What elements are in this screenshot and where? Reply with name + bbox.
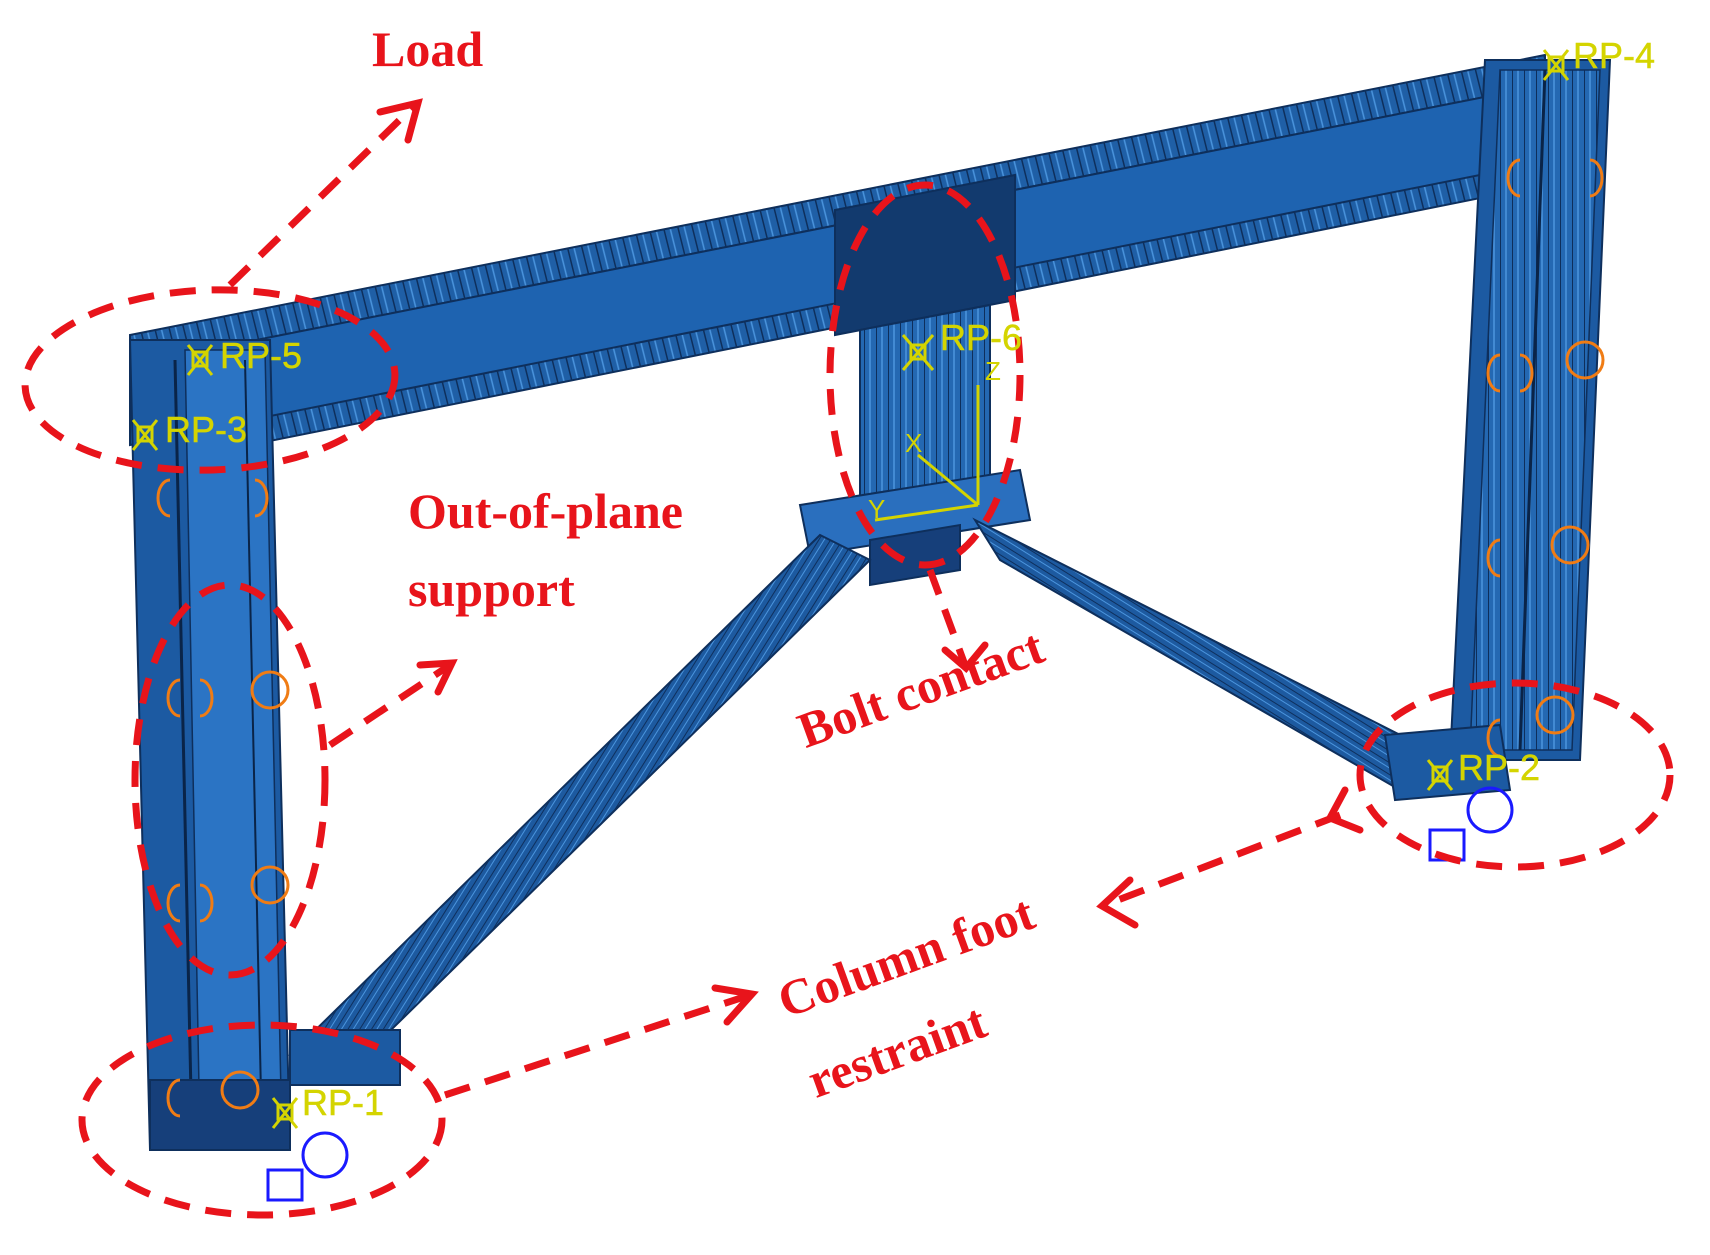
oop-arrow bbox=[328, 662, 452, 748]
load-arrow bbox=[227, 102, 418, 288]
rp1-marker bbox=[271, 1097, 299, 1129]
load-ellipse bbox=[21, 286, 399, 474]
rp6-marker bbox=[901, 334, 935, 371]
boundary-symbols bbox=[266, 786, 1514, 1202]
rp4-label: RP-4 bbox=[1573, 35, 1655, 76]
axis-y-label: Y bbox=[868, 494, 885, 524]
bolt-ellipse bbox=[826, 181, 1024, 569]
foot-left-arrow bbox=[443, 991, 752, 1099]
rp3-label: RP-3 bbox=[165, 409, 247, 450]
oop-label-line1: Out-of-plane bbox=[408, 483, 683, 539]
right-column bbox=[1448, 59, 1612, 761]
rp2-label: RP-2 bbox=[1458, 747, 1540, 788]
axis-labels: Z X Y bbox=[868, 356, 1001, 524]
annotation-overlay bbox=[21, 102, 1674, 1219]
arrow-heads bbox=[376, 98, 1364, 1026]
rp6-label: RP-6 bbox=[940, 317, 1022, 358]
rp4-marker bbox=[1542, 49, 1570, 81]
axis-x-label: X bbox=[905, 428, 922, 458]
oop-label-line2: support bbox=[408, 561, 575, 617]
rp5-marker bbox=[186, 344, 214, 376]
rp3-marker bbox=[131, 419, 159, 451]
right-brace bbox=[972, 517, 1512, 802]
oop-ellipse bbox=[131, 581, 329, 979]
foot-right-ellipse bbox=[1356, 679, 1674, 871]
bolt-arrow bbox=[926, 568, 969, 667]
coordinate-triad bbox=[874, 385, 980, 522]
left-brace bbox=[288, 533, 872, 1086]
axis-z-label: Z bbox=[985, 356, 1001, 386]
rp-labels: RP-5 RP-3 RP-4 RP-6 RP-1 RP-2 bbox=[165, 35, 1656, 1124]
rp5-label: RP-5 bbox=[220, 335, 302, 376]
foot-left-ellipse bbox=[78, 1021, 446, 1219]
rp-markers bbox=[131, 49, 1570, 1129]
centre-joint bbox=[798, 173, 1032, 587]
rp1-label: RP-1 bbox=[302, 1082, 384, 1123]
foot-right-arrow bbox=[1103, 811, 1342, 909]
load-label: Load bbox=[372, 21, 484, 77]
rp2-marker bbox=[1426, 759, 1454, 791]
left-column bbox=[128, 339, 292, 1151]
coupling-symbols bbox=[156, 158, 1605, 1118]
